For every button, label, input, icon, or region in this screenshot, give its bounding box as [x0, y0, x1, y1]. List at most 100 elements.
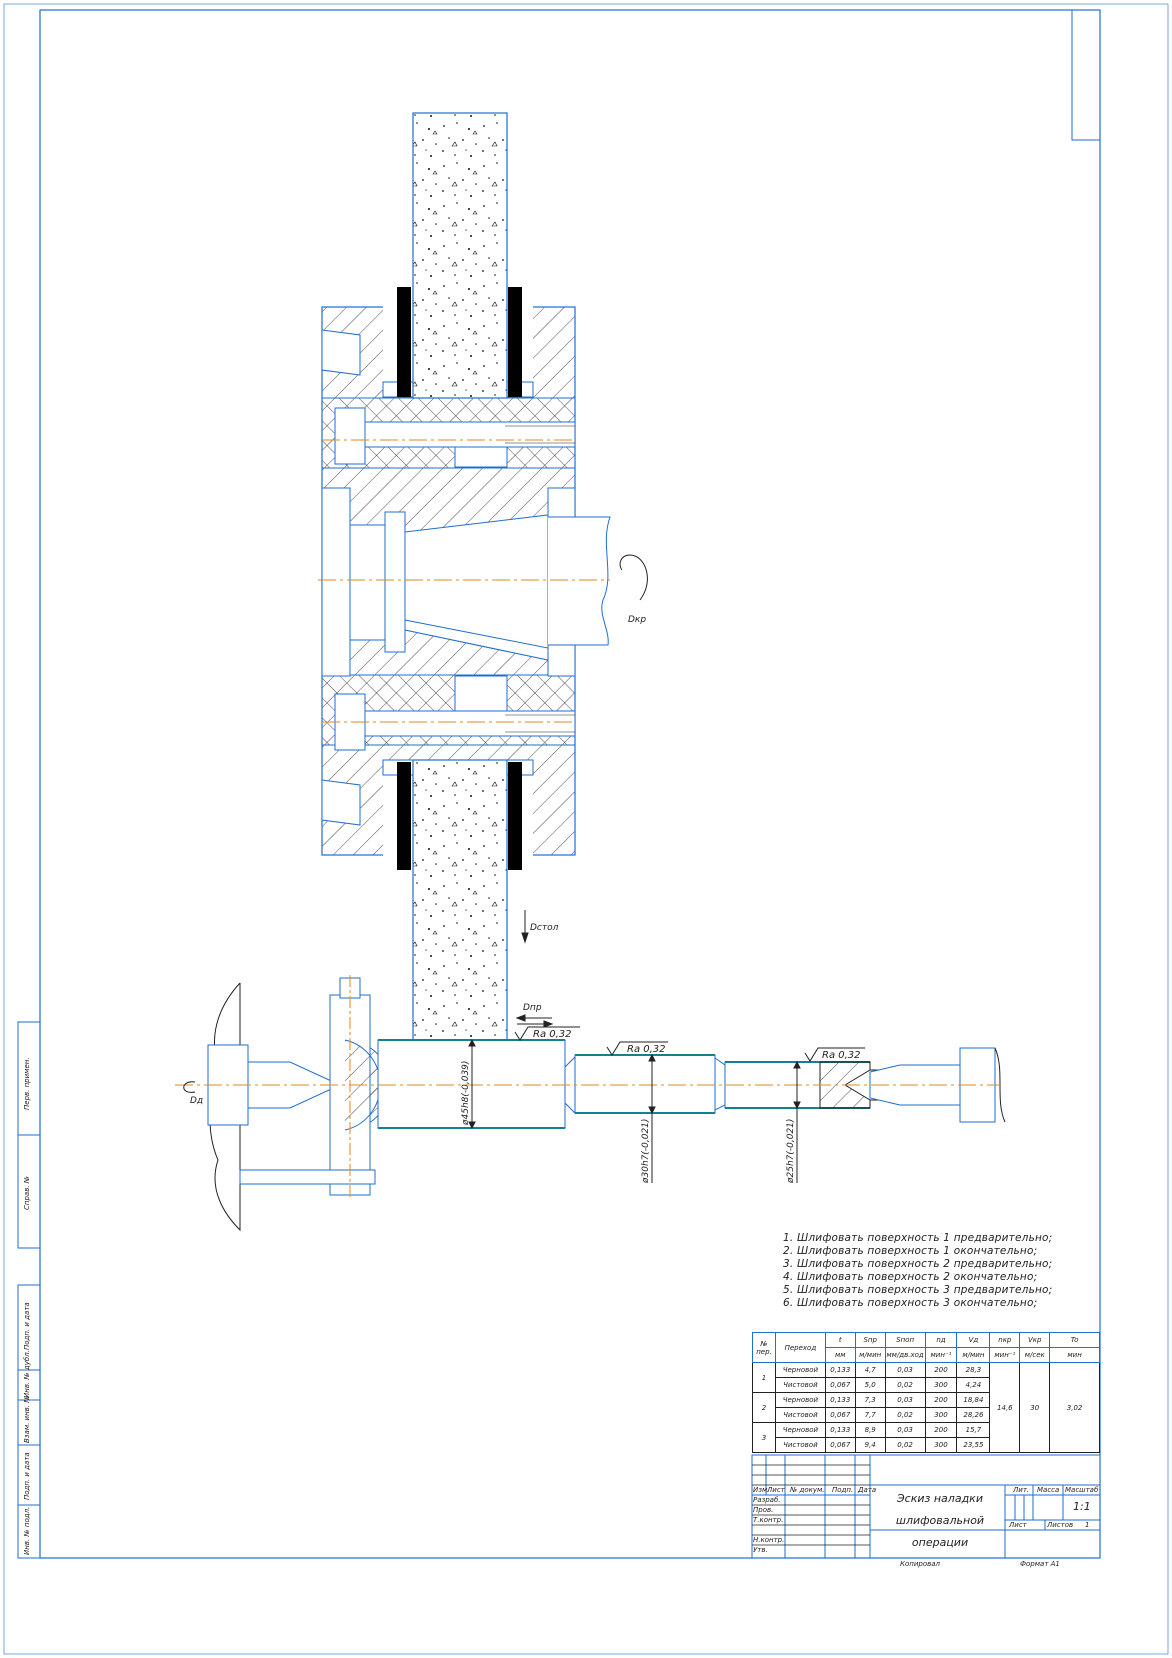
- unit-v-d: м/мин: [956, 1347, 991, 1363]
- s-pr-cell: 4,7: [854, 1362, 886, 1378]
- v-d-cell: 28,3: [956, 1362, 991, 1378]
- mass-label: Масса: [1037, 1486, 1060, 1494]
- s-pr-cell: 7,3: [854, 1392, 886, 1408]
- roughness-label-1: Ra 0,32: [533, 1029, 572, 1040]
- t-cell: 0,133: [824, 1362, 856, 1378]
- header-s-pop: Sпоп: [884, 1332, 926, 1348]
- note-3: 3. Шлифовать поверхность 2 предварительн…: [783, 1258, 1053, 1270]
- table-feed-label: Dстол: [530, 923, 559, 933]
- s-pop-cell: 0,02: [884, 1437, 926, 1453]
- feed-arrows: [515, 910, 554, 1028]
- outer-border: [3, 3, 1169, 1655]
- lit-label: Лит.: [1013, 1486, 1030, 1494]
- t-o-cell: 3,02: [1049, 1362, 1100, 1453]
- header-n-kr: nкр: [989, 1332, 1021, 1348]
- unit-s-pop: мм/дв.ход: [884, 1347, 926, 1363]
- scale-label: Масштаб: [1065, 1486, 1099, 1494]
- scale-value: 1:1: [1073, 1500, 1091, 1513]
- col-doc-no: № докум.: [790, 1486, 825, 1494]
- note-1: 1. Шлифовать поверхность 1 предварительн…: [783, 1232, 1053, 1244]
- margin-dup-inv: Инв. № дубл.: [23, 1350, 31, 1398]
- unit-n-d: мин⁻¹: [924, 1347, 958, 1363]
- col-sign: Подп.: [832, 1486, 854, 1494]
- margin-replace-inv: Взам. инв. №: [23, 1395, 31, 1443]
- dimension-d45: ø45h8(-0,039): [461, 1061, 471, 1126]
- grinding-wheel: [397, 112, 522, 1041]
- col-date: Дата: [858, 1486, 877, 1494]
- part-rotation-arrow-icon: [183, 1081, 196, 1093]
- note-2: 2. Шлифовать поверхность 1 окончательно;: [783, 1245, 1038, 1257]
- s-pr-cell: 8,9: [854, 1422, 886, 1438]
- header-v-kr: Vкр: [1019, 1332, 1051, 1348]
- cutting-modes-table: № пер. Переход t Sпр Sпоп nд Vд nкр Vкр …: [752, 1332, 1100, 1453]
- roughness-label-3: Ra 0,32: [822, 1050, 861, 1061]
- role-developer: Разраб.: [753, 1496, 781, 1504]
- step-cell: Чистовой: [774, 1377, 826, 1393]
- unit-n-kr: мин⁻¹: [989, 1347, 1021, 1363]
- step-cell: Черновой: [774, 1392, 826, 1408]
- col-change: Изм.: [753, 1486, 770, 1494]
- t-cell: 0,133: [824, 1392, 856, 1408]
- sheet-label: Лист: [1009, 1521, 1027, 1529]
- header-op-no: № пер.: [752, 1332, 776, 1363]
- s-pop-cell: 0,03: [884, 1362, 926, 1378]
- roughness-label-2: Ra 0,32: [627, 1044, 666, 1055]
- title-block-grid: [751, 1454, 1101, 1559]
- wheel-rotation-label: Dкр: [628, 615, 646, 625]
- role-tech-control: Т.контр.: [753, 1516, 784, 1524]
- header-s-pr: Sпр: [854, 1332, 886, 1348]
- step-cell: Чистовой: [774, 1407, 826, 1423]
- unit-t: мм: [824, 1347, 856, 1363]
- dimension-d25: ø25h7(-0,021): [786, 1119, 796, 1184]
- sheets-label: Листов: [1047, 1521, 1074, 1529]
- unit-t-o: мин: [1049, 1347, 1100, 1363]
- cross-feed-label: Dпр: [523, 1003, 542, 1013]
- table-header-row: № пер. Переход t Sпр Sпоп nд Vд nкр Vкр …: [752, 1332, 1100, 1363]
- n-d-cell: 200: [924, 1362, 958, 1378]
- margin-orig-inv: Инв. № подл.: [23, 1506, 31, 1555]
- unit-s-pr: м/мин: [854, 1347, 886, 1363]
- header-v-d: Vд: [956, 1332, 991, 1348]
- s-pop-cell: 0,02: [884, 1407, 926, 1423]
- n-d-cell: 200: [924, 1422, 958, 1438]
- s-pop-cell: 0,02: [884, 1377, 926, 1393]
- note-6: 6. Шлифовать поверхность 3 окончательно;: [783, 1297, 1038, 1309]
- copied-label: Копировал: [900, 1560, 940, 1568]
- n-d-cell: 200: [924, 1392, 958, 1408]
- unit-v-kr: м/сек: [1019, 1347, 1051, 1363]
- role-checker: Пров.: [753, 1506, 774, 1514]
- header-n-d: nд: [924, 1332, 958, 1348]
- n-d-cell: 300: [924, 1437, 958, 1453]
- n-kr-cell: 14,6: [989, 1362, 1021, 1453]
- margin-first-use: Перв. примен.: [23, 1057, 31, 1110]
- header-t-o: To: [1049, 1332, 1100, 1348]
- op-number-cell: 2: [752, 1392, 776, 1423]
- drawing-annotations: Ra 0,32 Ra 0,32 Ra 0,32 ø45h8(-0,039) ø3…: [190, 615, 861, 1184]
- rotation-arrow-icon: [619, 554, 648, 601]
- title-line-1: Эскиз наладки: [897, 1492, 983, 1505]
- format-label: Формат А1: [1020, 1560, 1060, 1568]
- operation-notes: 1. Шлифовать поверхность 1 предварительн…: [783, 1232, 1052, 1310]
- step-cell: Черновой: [774, 1362, 826, 1378]
- role-approved: Утв.: [753, 1546, 768, 1554]
- col-sheet: Лист: [767, 1486, 785, 1494]
- header-t: t: [824, 1332, 856, 1348]
- s-pr-cell: 9,4: [854, 1437, 886, 1453]
- s-pop-cell: 0,03: [884, 1392, 926, 1408]
- op-number-cell: 1: [752, 1362, 776, 1393]
- top-right-box: [1071, 9, 1101, 141]
- v-d-cell: 15,7: [956, 1422, 991, 1438]
- margin-sign-date-1: Подп. и дата: [23, 1302, 31, 1350]
- s-pr-cell: 7,7: [854, 1407, 886, 1423]
- n-d-cell: 300: [924, 1377, 958, 1393]
- dimension-lines: [468, 1026, 865, 1183]
- t-cell: 0,067: [824, 1437, 856, 1453]
- title-line-2: шлифовальной операции: [895, 1514, 985, 1549]
- margin-sign-date-2: Подп. и дата: [23, 1452, 31, 1500]
- left-margin-grid: [17, 1021, 41, 1559]
- title-block-rows: [752, 1464, 870, 1546]
- note-5: 5. Шлифовать поверхность 3 предварительн…: [783, 1284, 1053, 1296]
